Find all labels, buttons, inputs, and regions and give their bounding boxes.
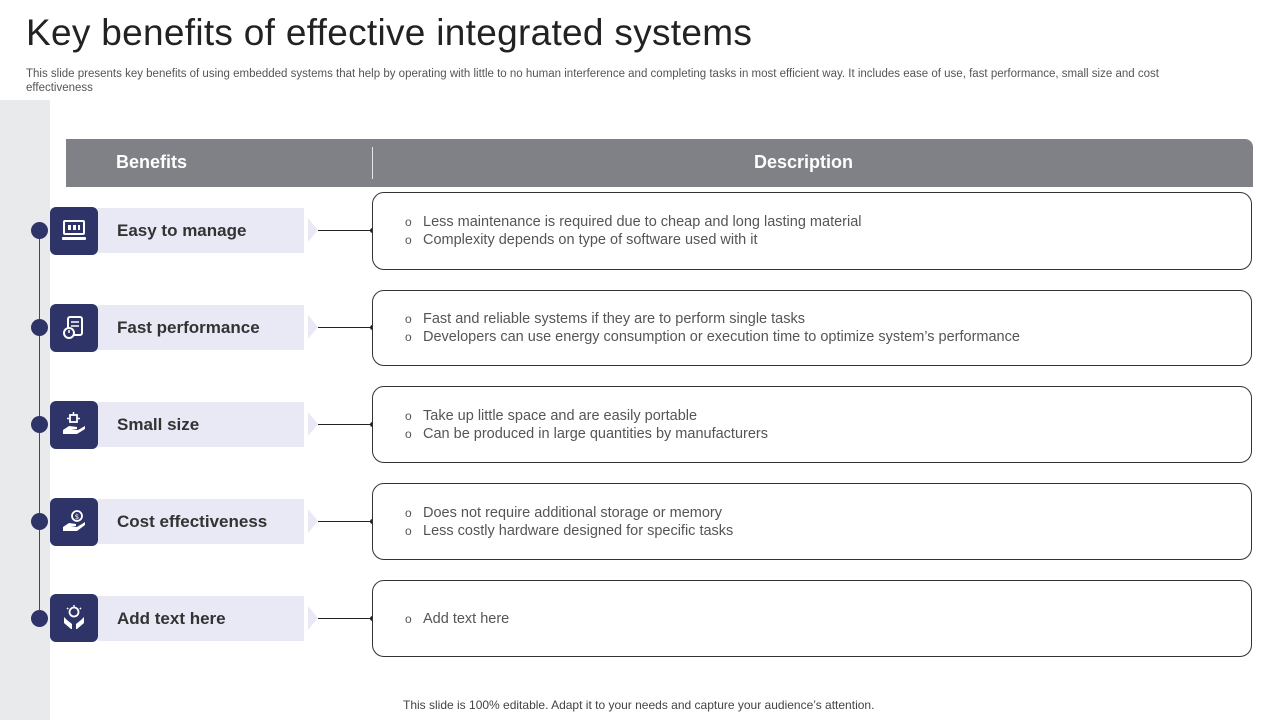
connector-line: [318, 424, 373, 425]
stopwatch-icon: [50, 304, 98, 352]
description-bullet: Less costly hardware designed for specif…: [405, 522, 733, 540]
benefit-row: Fast performance Fast and reliable syste…: [0, 287, 1280, 367]
description-bullet: Fast and reliable systems if they are to…: [405, 310, 1020, 328]
description-list: Fast and reliable systems if they are to…: [405, 310, 1020, 346]
timeline-dot: [31, 319, 48, 336]
description-box: Does not require additional storage or m…: [372, 483, 1252, 560]
description-box: Fast and reliable systems if they are to…: [372, 290, 1252, 366]
timeline-dot: [31, 610, 48, 627]
svg-text:$: $: [75, 513, 79, 521]
description-bullet: Complexity depends on type of software u…: [405, 231, 862, 249]
description-list: Does not require additional storage or m…: [405, 504, 733, 540]
benefit-label: Cost effectiveness: [98, 499, 304, 544]
hand-chip-icon: [50, 401, 98, 449]
connector-line: [318, 521, 373, 522]
benefit-row: Add text here Add text here: [0, 578, 1280, 658]
benefit-row: $ Cost effectiveness Does not require ad…: [0, 481, 1280, 561]
slide-footer-note: This slide is 100% editable. Adapt it to…: [403, 698, 875, 712]
hands-idea-icon: [50, 594, 98, 642]
benefit-label: Add text here: [98, 596, 304, 641]
description-bullet: Does not require additional storage or m…: [405, 504, 733, 522]
description-bullet: Developers can use energy consumption or…: [405, 328, 1020, 346]
benefit-label-text: Easy to manage: [117, 221, 247, 240]
connector-line: [318, 618, 373, 619]
benefit-label-text: Small size: [117, 415, 200, 434]
benefit-label-text: Cost effectiveness: [117, 512, 268, 531]
header-description: Description: [754, 152, 854, 172]
benefit-label: Easy to manage: [98, 208, 304, 253]
benefit-row: Small size Take up little space and are …: [0, 384, 1280, 464]
timeline-dot: [31, 513, 48, 530]
benefit-label-text: Add text here: [117, 609, 226, 628]
connector-line: [318, 230, 373, 231]
label-arrow: [308, 606, 318, 630]
label-arrow: [308, 218, 318, 242]
label-arrow: [308, 509, 318, 533]
timeline-dot: [31, 416, 48, 433]
description-box: Take up little space and are easily port…: [372, 386, 1252, 463]
timeline-dot: [31, 222, 48, 239]
description-box: Add text here: [372, 580, 1252, 657]
label-arrow: [308, 315, 318, 339]
description-list: Less maintenance is required due to chea…: [405, 213, 862, 249]
hand-money-icon: $: [50, 498, 98, 546]
benefit-label: Fast performance: [98, 305, 304, 350]
table-header: Benefits Description: [66, 139, 1253, 187]
description-bullet: Add text here: [405, 610, 509, 628]
description-bullet: Less maintenance is required due to chea…: [405, 213, 862, 231]
benefit-label: Small size: [98, 402, 304, 447]
slide-subtitle: This slide presents key benefits of usin…: [26, 68, 1159, 94]
connector-line: [318, 327, 373, 328]
description-bullet: Take up little space and are easily port…: [405, 407, 768, 425]
description-list: Take up little space and are easily port…: [405, 407, 768, 443]
label-arrow: [308, 412, 318, 436]
benefit-label-text: Fast performance: [117, 318, 260, 337]
description-list: Add text here: [405, 610, 509, 628]
description-bullet: Can be produced in large quantities by m…: [405, 425, 768, 443]
benefit-row: Easy to manage Less maintenance is requi…: [0, 190, 1280, 270]
description-box: Less maintenance is required due to chea…: [372, 192, 1252, 270]
slide-title: Key benefits of effective integrated sys…: [26, 12, 753, 53]
header-benefits: Benefits: [116, 152, 188, 172]
computer-icon: [50, 207, 98, 255]
header-divider: [372, 147, 373, 179]
